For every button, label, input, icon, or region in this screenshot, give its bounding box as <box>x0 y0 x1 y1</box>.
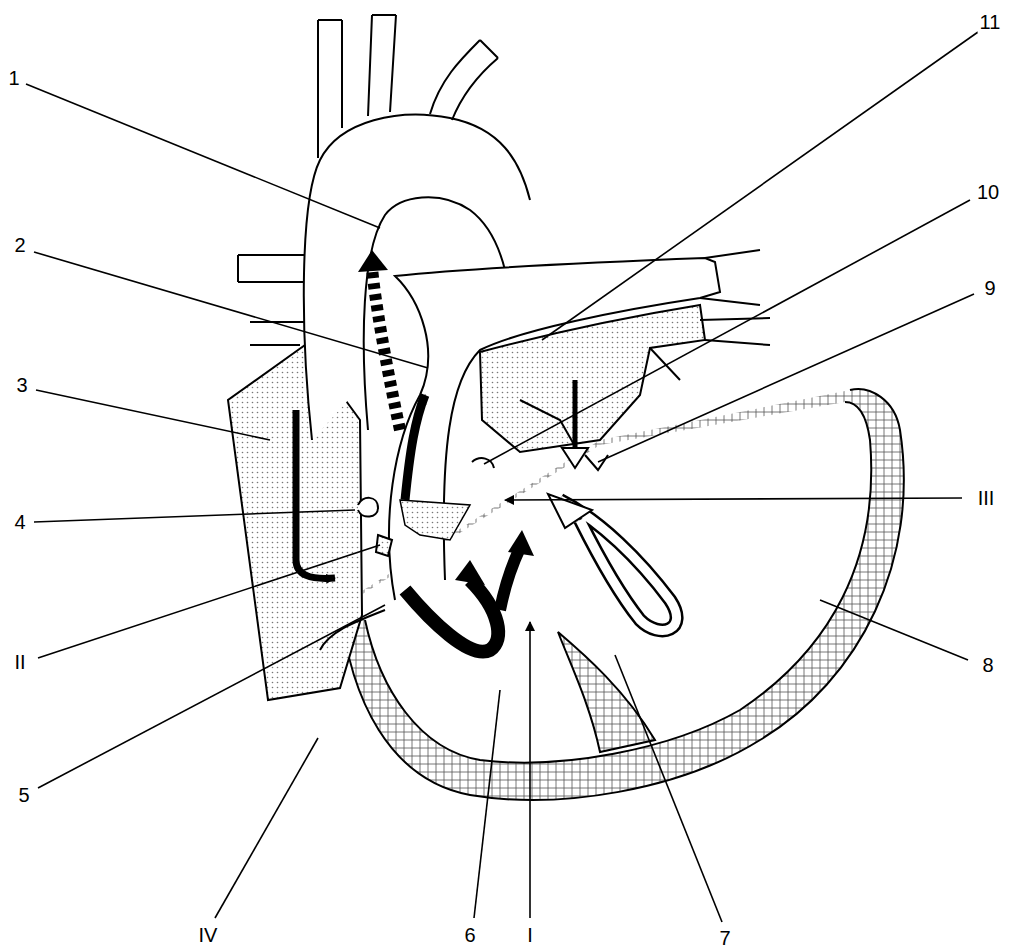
callout-number: 11 <box>978 11 1003 33</box>
callout-number: II <box>12 651 27 673</box>
callout-number: 5 <box>16 784 31 806</box>
callout-number: 7 <box>717 927 732 949</box>
callout-number: 9 <box>982 277 997 299</box>
callout-number: 1 <box>6 67 21 89</box>
callout-number: 2 <box>12 234 27 256</box>
callout-number: 3 <box>14 374 29 396</box>
callout-number: 8 <box>980 654 995 676</box>
callout-number: IV <box>197 924 220 946</box>
callout-number: 10 <box>975 181 1001 203</box>
callout-number: 4 <box>12 511 27 533</box>
callout-number: III <box>976 487 997 509</box>
callout-number: 6 <box>462 924 477 946</box>
callout-number: I <box>525 924 535 946</box>
